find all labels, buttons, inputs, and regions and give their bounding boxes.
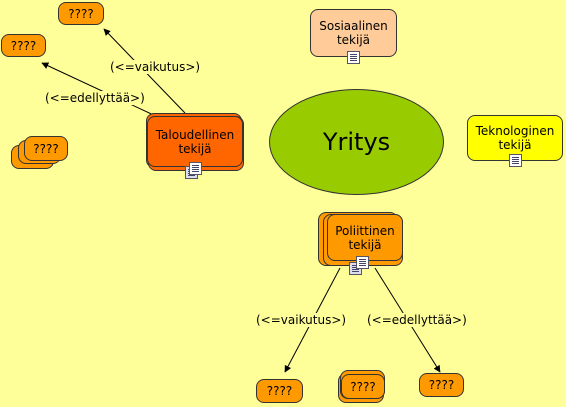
- concept-unknown-top[interactable]: ????: [58, 2, 104, 25]
- document-icon[interactable]: [347, 51, 360, 64]
- link-label-vaikutus-top: (<=vaikutus>): [108, 60, 203, 74]
- central-concept-label: Yritys: [322, 128, 391, 156]
- document-icon[interactable]: [509, 154, 522, 167]
- concept-unknown-bottom-right[interactable]: ????: [419, 373, 464, 397]
- link-label-edellyttaa-left: (<=edellyttää>): [43, 91, 147, 105]
- concept-sosiaalinen-label: Sosiaalinen tekijä: [319, 19, 388, 47]
- concept-teknologinen-label: Teknologinen tekijä: [475, 124, 555, 152]
- central-concept-yritys[interactable]: Yritys: [269, 89, 444, 195]
- concept-sosiaalinen-tekija[interactable]: Sosiaalinen tekijä: [310, 9, 397, 57]
- concept-taloudellinen-label: Taloudellinen tekijä: [155, 127, 235, 156]
- concept-unknown-bottom-middle-label: ????: [350, 379, 376, 394]
- concept-unknown-bottom-right-label: ????: [428, 378, 455, 392]
- concept-unknown-left[interactable]: ????: [1, 34, 46, 57]
- concept-unknown-bottom-middle[interactable]: ????: [341, 374, 385, 399]
- concept-unknown-top-label: ????: [68, 6, 94, 21]
- concept-poliittinen-label: Poliittinen tekijä: [335, 223, 395, 252]
- link-label-edellyttaa-bottom: (<=edellyttää>): [365, 313, 469, 327]
- concept-poliittinen-tekija[interactable]: Poliittinen tekijä: [327, 214, 403, 261]
- concept-unknown-left-label: ????: [10, 38, 37, 53]
- link-line-tal-left: [41, 62, 161, 119]
- concept-unknown-bottom-left[interactable]: ????: [256, 379, 303, 403]
- concept-unknown-stacked-label: ????: [33, 141, 59, 156]
- document-icon[interactable]: [356, 256, 369, 269]
- document-icon[interactable]: [189, 162, 202, 175]
- concept-unknown-stacked[interactable]: ????: [24, 136, 68, 161]
- concept-unknown-bottom-left-label: ????: [266, 384, 293, 398]
- concept-taloudellinen-tekija[interactable]: Taloudellinen tekijä: [147, 116, 243, 167]
- link-label-vaikutus-bottom: (<=vaikutus>): [254, 313, 349, 327]
